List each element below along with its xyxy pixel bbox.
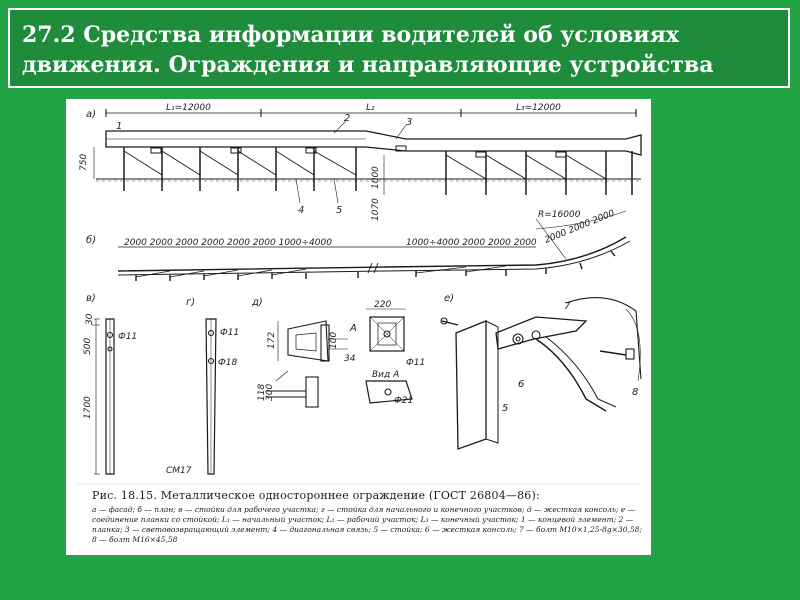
posts-detail-view	[92, 318, 217, 475]
panel-label-b: б)	[86, 234, 96, 246]
dim-1000: 1000	[371, 166, 381, 189]
dim-118: 118	[257, 384, 267, 401]
dim-1070: 1070	[371, 198, 381, 221]
callout-5: 5	[336, 205, 342, 216]
callout-1: 1	[116, 121, 122, 132]
dim-500: 500	[83, 338, 93, 355]
dim-220: 220	[374, 300, 391, 310]
dim-1700: 1700	[83, 396, 93, 419]
dim-30: 30	[85, 313, 95, 325]
dim-f18: Ф18	[218, 358, 237, 368]
dim-a: А	[349, 323, 357, 334]
technical-drawing: а) L₁=12000 L₂ L₃=12000 750 1000 1070 1 …	[66, 99, 651, 555]
drawing-canvas: а) L₁=12000 L₂ L₃=12000 750 1000 1070 1 …	[76, 103, 642, 485]
dim-l2: L₂	[366, 103, 375, 113]
figure-caption: Рис. 18.15. Металлическое одностороннее …	[92, 489, 642, 545]
callout-4: 4	[298, 205, 304, 216]
slide-title-line-1: 27.2 Средства информации водителей об ус…	[22, 22, 679, 48]
slide-title-box: 27.2 Средства информации водителей об ус…	[8, 8, 790, 88]
dim-f21: Ф21	[394, 396, 413, 406]
caption-title: Рис. 18.15. Металлическое одностороннее …	[92, 489, 540, 502]
dim-750: 750	[79, 154, 89, 171]
connection-detail-view	[440, 297, 642, 450]
dim-300: 300	[265, 384, 275, 401]
callout-5-detail: 5	[502, 403, 508, 414]
console-detail-view	[266, 320, 348, 408]
dim-m17: СМ17	[166, 466, 192, 476]
caption-legend: а — фасад; б — план; в — стойки для рабо…	[92, 505, 642, 544]
dim-172: 172	[267, 332, 277, 349]
dim-34: 34	[344, 354, 356, 364]
dim-l1: L₁=12000	[166, 103, 211, 113]
callout-2: 2	[344, 113, 350, 124]
callout-7: 7	[564, 301, 571, 312]
callout-8: 8	[632, 387, 638, 398]
plan-view	[117, 210, 631, 281]
panel-label-v: в)	[86, 293, 96, 304]
plan-dims-right: 1000÷4000 2000 2000 2000	[406, 238, 537, 248]
panel-label-e: е)	[444, 293, 454, 304]
panel-label-d: д)	[251, 297, 263, 308]
dim-l3: L₃=12000	[516, 103, 561, 113]
facade-view	[93, 109, 642, 204]
callout-6: 6	[518, 379, 524, 390]
panel-label-a: а)	[86, 109, 96, 120]
callout-3: 3	[406, 117, 412, 128]
plan-radius: R=16000	[538, 210, 581, 220]
dim-100: 100	[329, 332, 339, 349]
section-detail-view	[365, 308, 413, 404]
plan-dims-left: 2000 2000 2000 2000 2000 2000 1000÷4000	[124, 238, 332, 248]
view-a-label: Вид А	[372, 370, 399, 380]
dim-f11-a: Ф11	[118, 332, 137, 342]
slide-title-line-2: движения. Ограждения и направляющие устр…	[22, 52, 714, 78]
dim-f11-c: Ф11	[406, 358, 425, 368]
panel-label-g: г)	[186, 297, 195, 308]
dim-f11-b: Ф11	[220, 328, 239, 338]
